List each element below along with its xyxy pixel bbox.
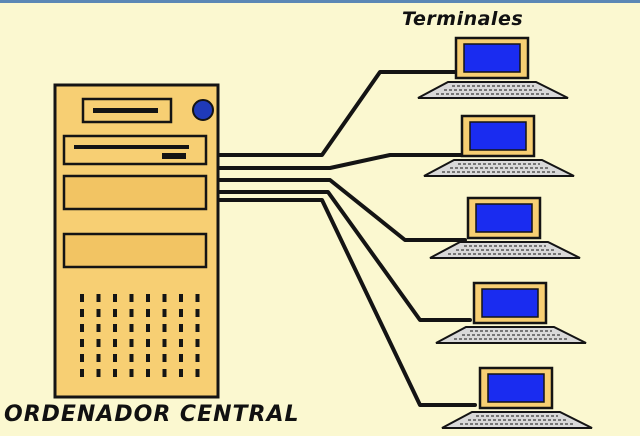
vent-slot bbox=[96, 324, 101, 332]
vent-slot bbox=[96, 294, 101, 302]
vent-slot bbox=[129, 369, 134, 377]
vent-slot bbox=[129, 294, 134, 302]
terminal-keyboard bbox=[417, 81, 569, 99]
power-button-icon bbox=[192, 99, 214, 121]
vent-slot bbox=[113, 354, 117, 362]
drive-bay-2 bbox=[62, 232, 208, 269]
vent-slot bbox=[96, 369, 101, 377]
vent-slot bbox=[146, 309, 150, 317]
cable-terminal-3 bbox=[218, 178, 467, 242]
vent-slot bbox=[80, 324, 84, 332]
terminal-screen bbox=[469, 121, 527, 151]
vent-slot bbox=[146, 354, 150, 362]
vent-slot bbox=[195, 354, 200, 362]
laptop-terminal-icon bbox=[435, 281, 587, 344]
terminal-keyboard bbox=[435, 326, 587, 344]
optical-drive-button bbox=[162, 153, 186, 159]
terminal-screen bbox=[481, 288, 539, 318]
vent-slot bbox=[162, 369, 167, 377]
vent-slot bbox=[195, 294, 200, 302]
terminal-keyboard bbox=[423, 159, 575, 177]
terminal-keyboard bbox=[429, 241, 581, 259]
laptop-terminal-icon bbox=[417, 36, 569, 99]
cable-terminal-2 bbox=[218, 153, 464, 170]
vent-slot bbox=[162, 324, 167, 332]
vent-slot bbox=[80, 294, 84, 302]
vent-slot bbox=[146, 294, 150, 302]
vent-slot bbox=[146, 324, 150, 332]
vent-slot bbox=[162, 354, 167, 362]
vent-slot bbox=[113, 294, 117, 302]
vent-slot bbox=[162, 339, 167, 347]
ventilation-grille bbox=[80, 294, 200, 377]
vent-slot bbox=[80, 354, 84, 362]
vent-slot bbox=[96, 339, 101, 347]
central-computer-title: ORDENADOR CENTRAL bbox=[4, 402, 300, 427]
vent-slot bbox=[129, 309, 134, 317]
terminals-title: Terminales bbox=[402, 8, 524, 30]
mainframe-cabinet-icon bbox=[53, 83, 220, 399]
vent-slot bbox=[129, 324, 134, 332]
laptop-terminal-icon bbox=[429, 196, 581, 259]
terminal-keyboard bbox=[441, 411, 593, 429]
floppy-slot bbox=[93, 108, 158, 113]
laptop-terminal-icon bbox=[441, 366, 593, 429]
cable-terminal-5 bbox=[218, 198, 477, 407]
cable-terminal-4 bbox=[218, 190, 472, 322]
vent-slot bbox=[113, 324, 117, 332]
vent-slot bbox=[96, 354, 101, 362]
vent-slot bbox=[195, 339, 200, 347]
cable-terminal-1 bbox=[218, 70, 462, 157]
vent-slot bbox=[113, 309, 117, 317]
vent-slot bbox=[195, 309, 200, 317]
vent-slot bbox=[146, 369, 150, 377]
vent-slot bbox=[162, 309, 167, 317]
terminal-screen bbox=[487, 373, 545, 403]
terminal-screen bbox=[475, 203, 533, 233]
terminal-screen bbox=[463, 43, 521, 73]
vent-slot bbox=[146, 339, 150, 347]
vent-slot bbox=[179, 339, 183, 347]
vent-slot bbox=[179, 324, 183, 332]
vent-slot bbox=[179, 309, 183, 317]
vent-slot bbox=[195, 369, 200, 377]
vent-slot bbox=[195, 324, 200, 332]
vent-slot bbox=[179, 369, 183, 377]
vent-slot bbox=[113, 369, 117, 377]
vent-slot bbox=[113, 339, 117, 347]
vent-slot bbox=[162, 294, 167, 302]
top-border-line bbox=[0, 0, 640, 3]
terminal-group bbox=[417, 36, 593, 429]
vent-slot bbox=[129, 354, 134, 362]
vent-slot bbox=[129, 339, 134, 347]
vent-slot bbox=[179, 354, 183, 362]
vent-slot bbox=[80, 339, 84, 347]
optical-drive-slot bbox=[74, 145, 189, 149]
vent-slot bbox=[80, 309, 84, 317]
cable-group bbox=[218, 70, 477, 407]
drive-bay-1 bbox=[62, 174, 208, 211]
laptop-terminal-icon bbox=[423, 114, 575, 177]
optical-drive bbox=[62, 134, 208, 166]
vent-slot bbox=[80, 369, 84, 377]
vent-slot bbox=[179, 294, 183, 302]
vent-slot bbox=[96, 309, 101, 317]
